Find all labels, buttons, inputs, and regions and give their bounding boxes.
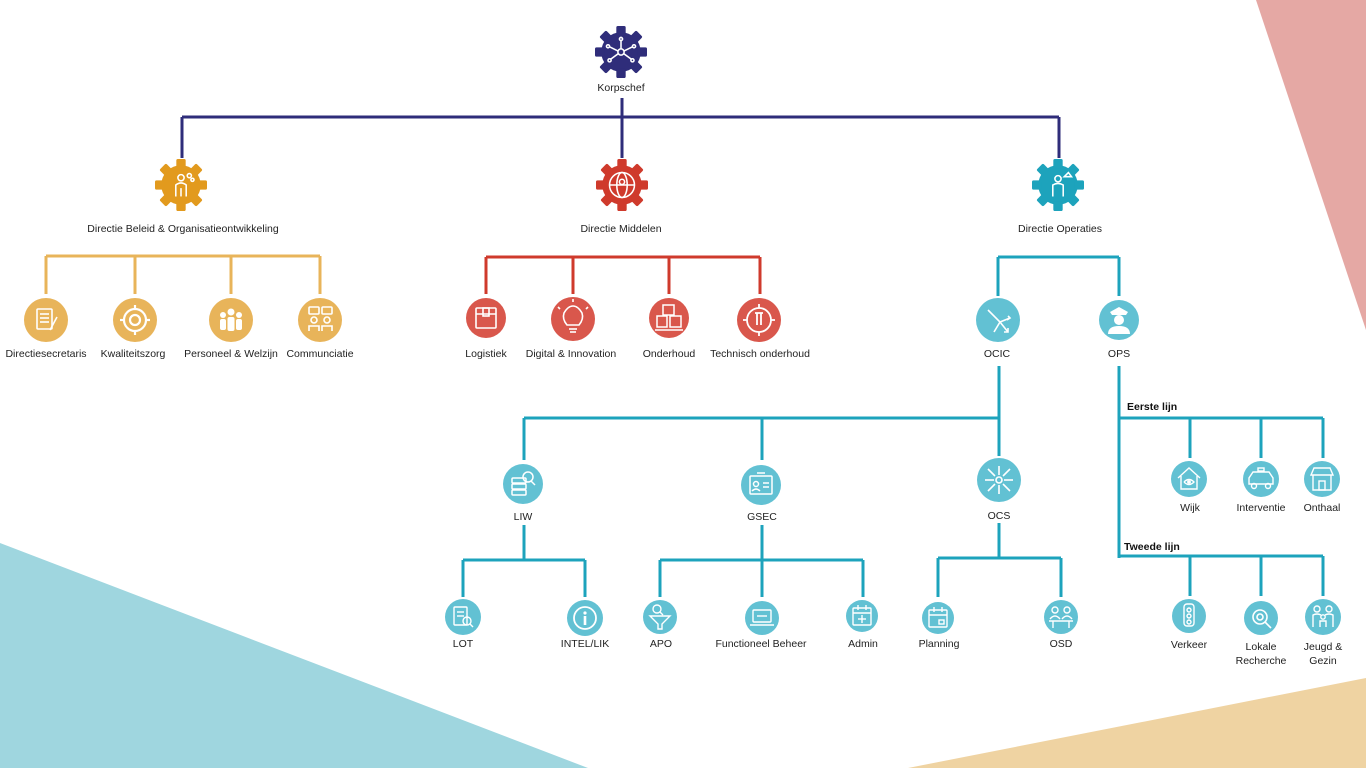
background-sand-shape [908, 678, 1366, 768]
verkeer-label: Verkeer [1170, 639, 1208, 651]
arrows-split-icon [976, 298, 1020, 342]
ops-label: OPS [1107, 348, 1131, 360]
directie-beleid-label: Directie Beleid & Organisatieontwikkelin… [87, 223, 279, 235]
planning-label: Planning [918, 638, 960, 650]
connector-operaties [461, 255, 1325, 597]
functioneel-beheer-label: Functioneel Beheer [715, 638, 807, 650]
police-officer-icon [1099, 300, 1139, 340]
chat-people-icon [298, 298, 342, 342]
wrench-gear-icon [737, 298, 781, 342]
ocic-label: OCIC [983, 348, 1011, 360]
police-person-gear-icon [1032, 159, 1084, 211]
directie-operaties-label: Directie Operaties [1017, 223, 1103, 235]
person-gear-icon [155, 159, 207, 211]
planning-icon [922, 602, 954, 634]
korpschef-label: Korpschef [597, 82, 645, 94]
interventie-label: Interventie [1236, 502, 1286, 514]
shop-icon [1304, 461, 1340, 497]
lightbulb-icon [551, 297, 595, 341]
report-search-icon [445, 599, 481, 635]
connector-middelen [484, 255, 762, 294]
logistiek-label: Logistiek [465, 348, 507, 360]
background-blue-shape [0, 543, 588, 768]
boxes-icon [649, 298, 689, 338]
id-card-icon [741, 465, 781, 505]
police-car-icon [1243, 461, 1279, 497]
globe-gear-icon [596, 159, 648, 211]
liw-label: LIW [513, 511, 533, 523]
jeugd-gezin-label: Jeugd & Gezin [1303, 641, 1343, 667]
admin-label: Admin [848, 638, 878, 650]
kwaliteitszorg-label: Kwaliteitszorg [100, 348, 166, 360]
digital-innovation-label: Digital & Innovation [525, 348, 617, 360]
funnel-icon [643, 600, 677, 634]
gsec-label: GSEC [747, 511, 777, 523]
lot-label: LOT [452, 638, 474, 650]
communciatie-label: Communciatie [286, 348, 354, 360]
house-eye-icon [1171, 461, 1207, 497]
osd-label: OSD [1049, 638, 1073, 650]
family-icon [1305, 599, 1341, 635]
directiesecretaris-label: Directiesecretaris [5, 348, 87, 360]
laptop-icon [745, 601, 779, 635]
technisch-onderhoud-label: Technisch onderhoud [710, 348, 810, 360]
magnifier-icon [1244, 601, 1278, 635]
directie-middelen-label: Directie Middelen [580, 223, 662, 235]
onderhoud-label: Onderhoud [642, 348, 696, 360]
desk-people-icon [1044, 600, 1078, 634]
onthaal-label: Onthaal [1303, 502, 1341, 514]
calendar-icon [846, 600, 878, 632]
info-icon [567, 600, 603, 636]
network-gear-icon [595, 26, 647, 78]
people-icon [209, 298, 253, 342]
lokale-recherche-label: Lokale Recherche [1235, 641, 1287, 667]
apo-label: APO [649, 638, 673, 650]
eerste-lijn-heading: Eerste lijn [1127, 401, 1178, 413]
tweede-lijn-heading: Tweede lijn [1124, 541, 1180, 553]
connector-beleid [44, 254, 322, 294]
arrows-out-icon [977, 458, 1021, 502]
quality-gear-icon [113, 298, 157, 342]
box-icon [466, 298, 506, 338]
database-search-icon [503, 464, 543, 504]
personeel-welzijn-label: Personeel & Welzijn [184, 348, 278, 360]
connector-root [180, 98, 1061, 158]
background-pink-shape [1256, 0, 1366, 330]
ocs-label: OCS [987, 510, 1011, 522]
traffic-light-icon [1172, 599, 1206, 633]
intel-lik-label: INTEL/LIK [560, 638, 610, 650]
wijk-label: Wijk [1180, 502, 1200, 514]
document-icon [24, 298, 68, 342]
